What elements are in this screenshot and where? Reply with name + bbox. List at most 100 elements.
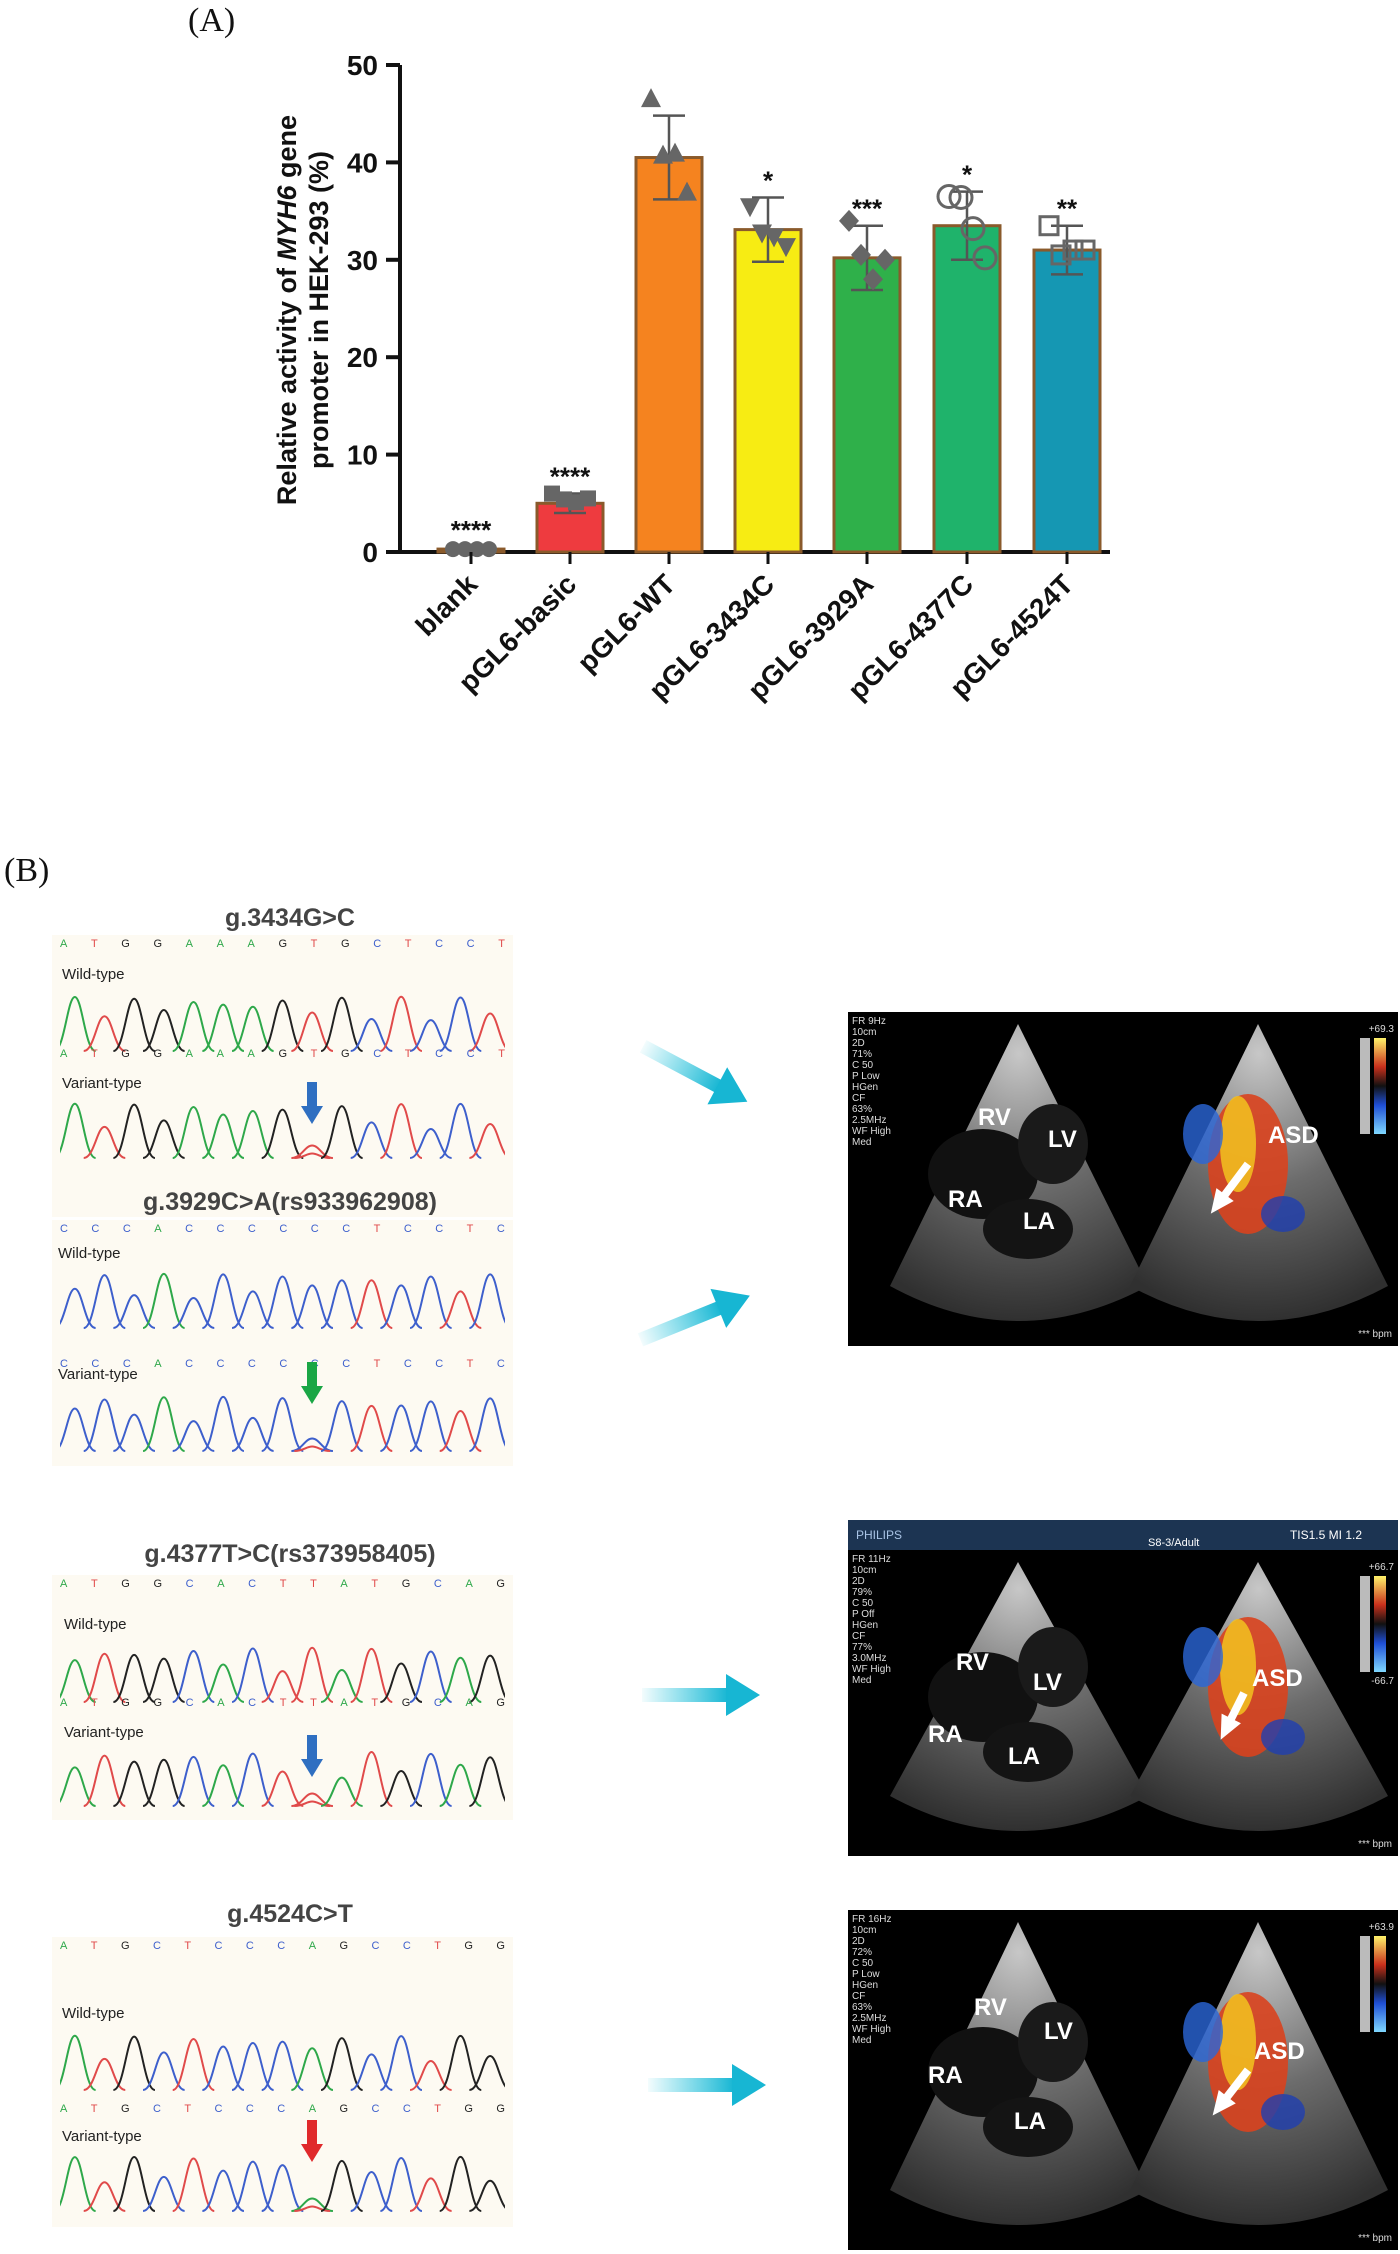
trace-peak — [112, 1103, 156, 1159]
base-letter: G — [121, 1578, 130, 1590]
trace-peak — [201, 1273, 245, 1329]
trace-peak — [142, 1009, 186, 1052]
trace-peak — [142, 1396, 186, 1452]
base-letter: T — [90, 938, 98, 950]
trace-peak — [350, 1121, 393, 1159]
pointer-arrow-icon — [648, 2064, 766, 2106]
trace-peak — [261, 2164, 304, 2212]
base-letter: A — [340, 1697, 348, 1709]
data-point — [1050, 244, 1072, 266]
trace-peak — [379, 1103, 423, 1159]
echo-setting-line: P Low — [852, 1071, 880, 1082]
base-letter: A — [60, 1697, 68, 1709]
base-letter: G — [496, 1940, 505, 1952]
base-letter: C — [371, 2103, 380, 2115]
echo-setting-line: 72% — [852, 1947, 873, 1958]
base-letter: C — [403, 1358, 412, 1370]
trace-peak — [409, 1752, 453, 1807]
trace-peak — [409, 1019, 452, 1052]
trace-peak — [290, 1284, 334, 1329]
base-letter: C — [402, 2103, 411, 2115]
base-letter: C — [402, 1940, 411, 1952]
y-tick-label: 20 — [347, 342, 378, 373]
base-letter: G — [464, 1940, 473, 1952]
echo-setting-line: Med — [852, 1137, 872, 1148]
base-letter: C — [435, 1223, 444, 1235]
trace-peak — [112, 2155, 156, 2212]
base-letter: G — [496, 1697, 505, 1709]
base-letter: G — [496, 2103, 505, 2115]
trace-peak — [261, 1108, 304, 1159]
bpm-readout: *** bpm — [1358, 1329, 1392, 1340]
chromatogram-trace — [60, 1646, 505, 1703]
trace-peak — [142, 1758, 186, 1807]
trace-peak — [231, 1290, 274, 1329]
trace-peak — [469, 1123, 505, 1159]
trace-peak — [379, 1404, 423, 1452]
significance-label: **** — [451, 515, 492, 545]
echo-setting-line: CF — [852, 1631, 866, 1642]
data-point — [665, 142, 685, 162]
scale-top-value: +69.3 — [1368, 1024, 1394, 1035]
trace-peak — [172, 1649, 215, 1703]
data-point — [960, 216, 986, 242]
base-letter: G — [341, 1048, 350, 1060]
base-letter: T — [466, 1358, 474, 1370]
trace-peak — [439, 1656, 482, 1703]
trace-peak — [468, 1397, 505, 1452]
base-letter: T — [371, 1578, 379, 1590]
chamber-label-lv: LV — [1033, 1669, 1062, 1696]
data-point — [1074, 239, 1096, 261]
bar-pGL6-3929A — [832, 256, 902, 554]
data-point — [776, 238, 796, 258]
base-letter: T — [310, 1578, 317, 1590]
pointer-arrow-icon — [639, 1040, 748, 1105]
trace-peak — [231, 1752, 275, 1807]
base-letter: A — [217, 1697, 225, 1709]
data-point — [740, 198, 760, 218]
base-letter: T — [434, 2103, 441, 2115]
base-letter: C — [371, 1940, 380, 1952]
echo-setting-line: HGen — [852, 1980, 879, 1991]
chromatogram-trace — [60, 2034, 505, 2091]
chamber-label-rv: RV — [956, 1649, 989, 1676]
trace-peak — [83, 1754, 126, 1807]
base-letter: G — [496, 1578, 505, 1590]
base-letter: C — [152, 1940, 161, 1952]
base-letter: T — [434, 1940, 441, 1952]
significance-label: *** — [852, 194, 883, 224]
trace-peak — [112, 1653, 156, 1703]
trace-peak — [261, 1770, 304, 1807]
chamber-label-la: LA — [1023, 1208, 1055, 1235]
bpm-readout: *** bpm — [1358, 1839, 1392, 1850]
variant-type-label: Variant-type — [64, 1724, 144, 1741]
base-letter: C — [185, 1358, 194, 1370]
trace-peak — [201, 1113, 245, 1159]
chromatogram-trace — [60, 995, 505, 1052]
echo-setting-line: 10cm — [852, 1925, 877, 1936]
base-letter: C — [185, 1578, 194, 1590]
trace-peak — [409, 1128, 452, 1159]
base-letter: C — [122, 1223, 131, 1235]
echo-setting-line: WF High — [852, 2024, 891, 2035]
base-letter: C — [466, 1048, 475, 1060]
echo-setting-line: HGen — [852, 1620, 879, 1631]
echo-setting-line: FR 9Hz — [852, 1016, 886, 1027]
trace-peak — [350, 1279, 393, 1329]
trace-peak — [439, 1763, 482, 1807]
base-letter: C — [185, 1697, 194, 1709]
trace-peak — [439, 1409, 482, 1452]
trace-peak — [172, 1106, 215, 1159]
base-letter: C — [277, 1940, 286, 1952]
base-letter: G — [339, 1940, 349, 1952]
trace-peak — [261, 1275, 304, 1329]
base-letter: C — [279, 1358, 288, 1370]
trace-peak — [320, 1279, 364, 1329]
variant-arrow-icon — [301, 2120, 324, 2162]
pointer-arrow-icon — [637, 1288, 750, 1347]
base-letter: C — [91, 1223, 100, 1235]
trace-peak — [290, 1646, 334, 1703]
base-letter: C — [248, 1578, 257, 1590]
